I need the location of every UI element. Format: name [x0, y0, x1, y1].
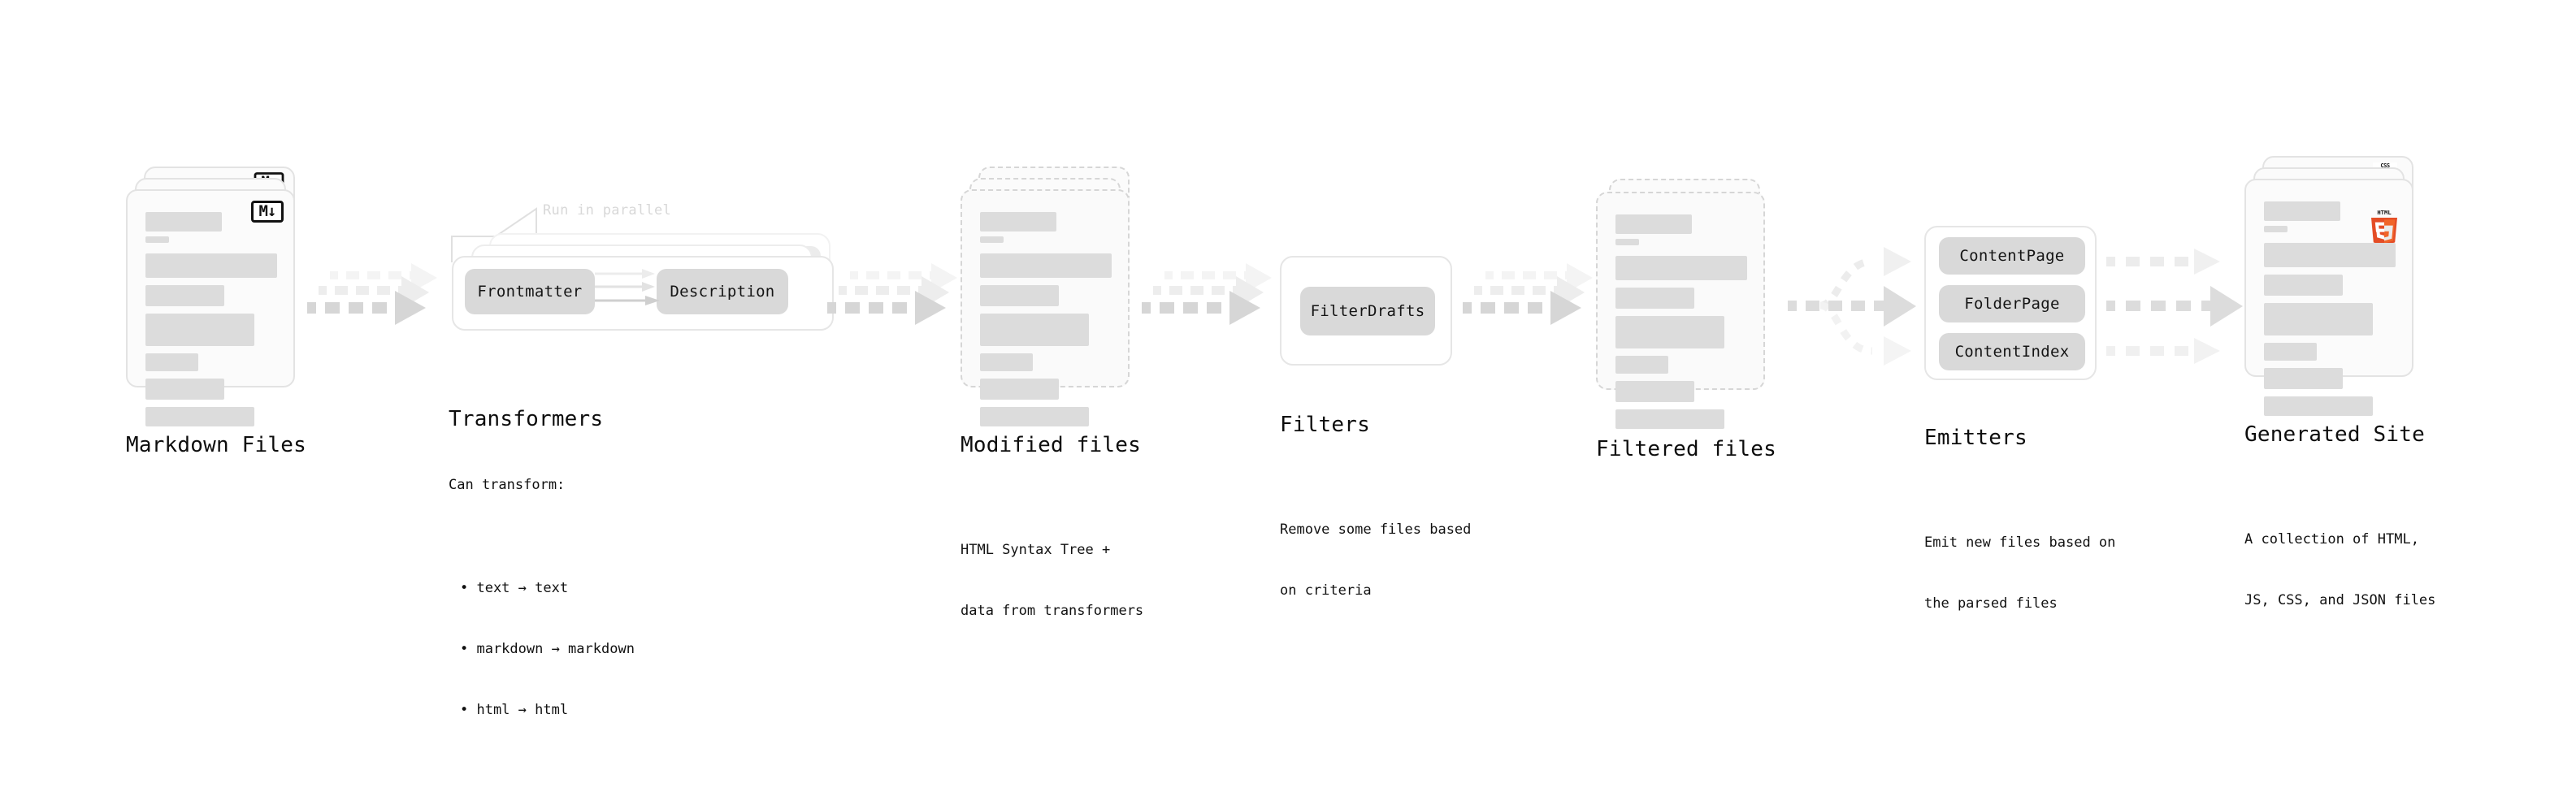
stage-emitters: ContentPage FolderPage ContentIndex Emit… [1924, 226, 2115, 612]
transformers-subtitle: Can transform: [449, 477, 566, 493]
page-title-markdown: Markdown Files [126, 433, 306, 457]
emitters-caption: Emitters Emit new files based on the par… [1924, 395, 2115, 686]
stage-generated-site: CSS HTML [2244, 156, 2435, 608]
stage-filtered-files: Filtered files [1596, 179, 1776, 461]
transformers-bullet-list: • text → text • markdown → markdown • ht… [449, 538, 635, 761]
markdown-caption: Markdown Files [126, 402, 306, 488]
emitters-box: ContentPage FolderPage ContentIndex [1924, 226, 2097, 380]
transformer-layer-front: Frontmatter Description [452, 256, 834, 331]
transformers-caption: Transformers Can transform: • text → tex… [449, 376, 635, 792]
transformer-chip-description[interactable]: Description [657, 269, 788, 314]
generated-card-stack: CSS HTML [2244, 156, 2413, 416]
list-item: • markdown → markdown [460, 641, 635, 657]
arrow-emitters-to-generated [2106, 236, 2253, 382]
generated-caption: Generated Site A collection of HTML, JS,… [2244, 392, 2435, 682]
filters-box: FilterDrafts [1280, 256, 1452, 366]
page-title-generated: Generated Site [2244, 422, 2425, 447]
page-title-emitters: Emitters [1924, 426, 2027, 450]
transformer-chip-frontmatter[interactable]: Frontmatter [465, 269, 595, 314]
modified-card-front [961, 189, 1130, 426]
run-in-parallel-label: Run in parallel [543, 202, 672, 219]
arrow-transformers-to-modified [827, 263, 957, 341]
transformers-box-stack: Frontmatter Description [452, 233, 834, 331]
markdown-content-placeholder [145, 212, 277, 426]
pipeline-diagram: M↓ M↓ M↓ [126, 156, 2435, 718]
filtered-content-placeholder [1615, 214, 1747, 429]
markdown-card-front: M↓ [126, 189, 295, 426]
page-title-transformers: Transformers [449, 407, 604, 431]
emitter-chip-contentpage[interactable]: ContentPage [1939, 237, 2085, 275]
filtered-caption: Filtered files [1596, 406, 1776, 492]
markdown-card-stack: M↓ M↓ M↓ [126, 167, 295, 426]
emitter-chip-folderpage[interactable]: FolderPage [1939, 285, 2085, 322]
filter-chip-filterdrafts[interactable]: FilterDrafts [1300, 287, 1435, 335]
filtered-card-front [1596, 192, 1765, 429]
transformer-internal-arrows [595, 269, 660, 305]
page-title-filtered: Filtered files [1596, 437, 1776, 461]
css3-icon-label: CSS [2380, 162, 2390, 169]
arrow-filtered-to-emitters [1788, 236, 1926, 382]
page-title-modified: Modified files [961, 433, 1141, 457]
generated-content-placeholder [2264, 201, 2396, 416]
emitter-chip-contentindex[interactable]: ContentIndex [1939, 333, 2085, 370]
filters-description: Remove some files based on criteria [1280, 522, 1472, 599]
list-item: • html → html [460, 702, 569, 718]
markdown-icon: M↓ [251, 201, 284, 223]
filters-caption: Filters Remove some files based on crite… [1280, 382, 1471, 673]
filtered-card-stack [1596, 179, 1765, 429]
modified-caption: Modified files HTML Syntax Tree + data f… [961, 402, 1143, 693]
svg-text:HTML: HTML [2377, 209, 2392, 216]
arrow-markdown-to-transformers [307, 263, 437, 341]
emitters-description: Emit new files based on the parsed files [1924, 534, 2116, 612]
modified-content-placeholder [980, 212, 1112, 426]
stage-modified-files: Modified files HTML Syntax Tree + data f… [961, 167, 1143, 619]
stage-markdown-files: M↓ M↓ M↓ [126, 167, 306, 457]
arrow-modified-to-filters [1142, 263, 1272, 341]
modified-card-stack [961, 167, 1130, 426]
generated-card-front: HTML [2244, 179, 2413, 416]
stage-filters: FilterDrafts Filters Remove some files b… [1280, 256, 1471, 599]
page-title-filters: Filters [1280, 413, 1370, 437]
arrow-filters-to-filtered [1463, 263, 1593, 341]
generated-description: A collection of HTML, JS, CSS, and JSON … [2244, 531, 2436, 608]
list-item: • text → text [460, 580, 569, 596]
html5-icon: HTML [2368, 208, 2400, 247]
modified-description: HTML Syntax Tree + data from transformer… [961, 542, 1144, 619]
